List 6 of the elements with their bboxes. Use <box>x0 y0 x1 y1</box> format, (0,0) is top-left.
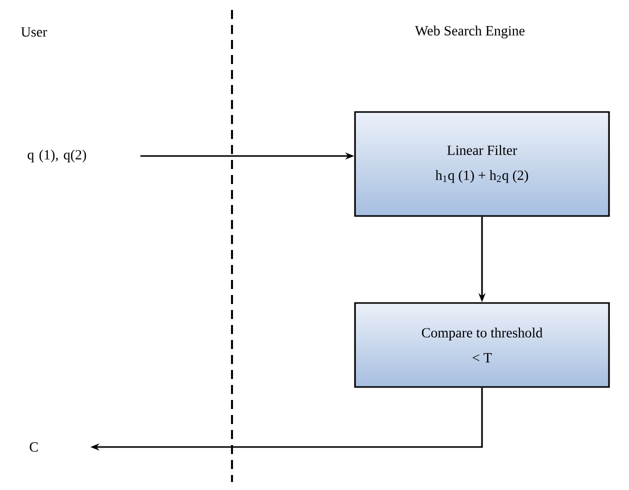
process-box: Compare to threshold < T <box>354 302 610 388</box>
process-box: Linear Filter h$_{1}$q (1) + h$_{2}$q (2) <box>354 111 610 217</box>
node-text: C <box>30 442 38 452</box>
column-heading: Web Search Engine <box>415 26 525 38</box>
node-text: q (1), q(2) <box>28 150 86 162</box>
column-heading: User <box>21 27 48 37</box>
